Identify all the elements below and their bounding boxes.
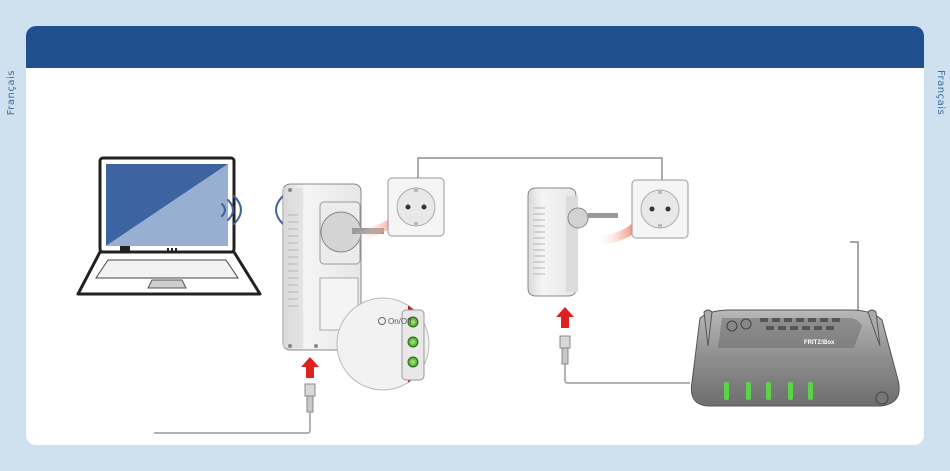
ethernet-plug-icon (154, 384, 315, 433)
wall-socket-icon (388, 178, 444, 236)
up-arrow-icon-right (556, 307, 574, 328)
router-brand-label: FRITZ!Box (804, 340, 835, 346)
power-line (418, 158, 662, 180)
plug-pin-right (588, 213, 618, 218)
on-off-label: On/Off (388, 317, 412, 326)
up-arrow-icon (301, 357, 319, 378)
powerline-adapter-icon-right (528, 188, 588, 296)
router-icon: FRITZ!Box (691, 242, 899, 406)
ethernet-plug-icon-right (560, 336, 690, 383)
adapter-zoom-detail: On/Off (337, 298, 429, 390)
wall-socket-icon-right (632, 180, 688, 238)
laptop-icon (78, 158, 260, 294)
